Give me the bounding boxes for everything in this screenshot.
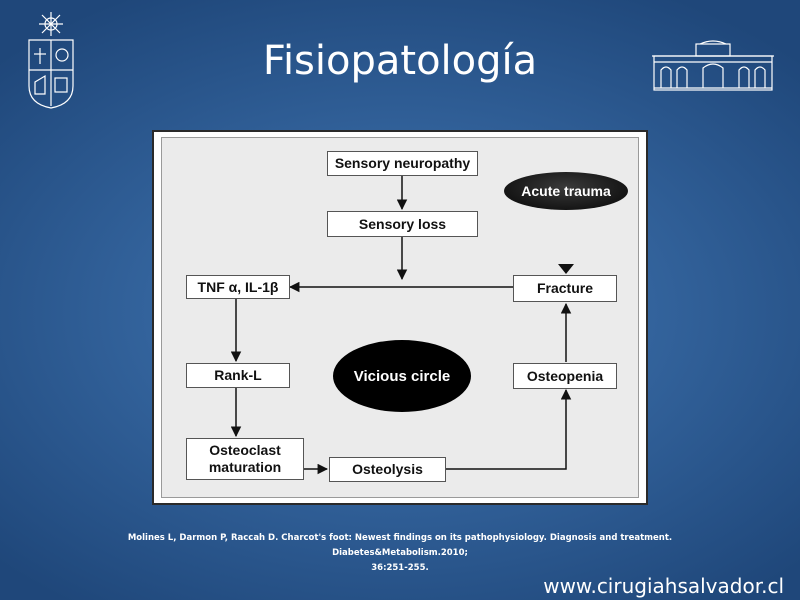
arrow-trauma-to-fracture [558,210,574,274]
node-rank-l: Rank-L [186,363,290,388]
node-tnf-il1: TNF α, IL-1β [186,275,290,299]
node-sensory-neuropathy: Sensory neuropathy [327,151,478,176]
node-fracture: Fracture [513,275,617,302]
slide-title: Fisiopatología [262,38,538,84]
citation: Molines L, Darmon P, Raccah D. Charcot's… [60,531,740,576]
node-osteolysis: Osteolysis [329,457,446,482]
university-crest-icon [28,12,74,109]
node-osteopenia: Osteopenia [513,363,617,389]
citation-line-2: 36:251-255. [371,563,429,573]
node-acute-trauma: Acute trauma [504,172,628,210]
arrow-osteolysis-to-osteopenia [446,388,572,470]
diagram-panel: Sensory neuropathy Acute trauma Sensory … [152,130,648,505]
citation-line-1: Molines L, Darmon P, Raccah D. Charcot's… [127,533,673,558]
node-osteoclast-line1: Osteoclast [209,442,281,458]
building-facade-icon [652,40,774,91]
website-url: www.cirugiahsalvador.cl [543,574,784,598]
node-osteoclast-line2: maturation [208,459,282,475]
node-vicious-circle: Vicious circle [333,340,471,412]
node-osteoclast-maturation: Osteoclast maturation [186,438,304,480]
diagram-arrows [230,176,574,475]
node-sensory-loss: Sensory loss [327,211,478,237]
